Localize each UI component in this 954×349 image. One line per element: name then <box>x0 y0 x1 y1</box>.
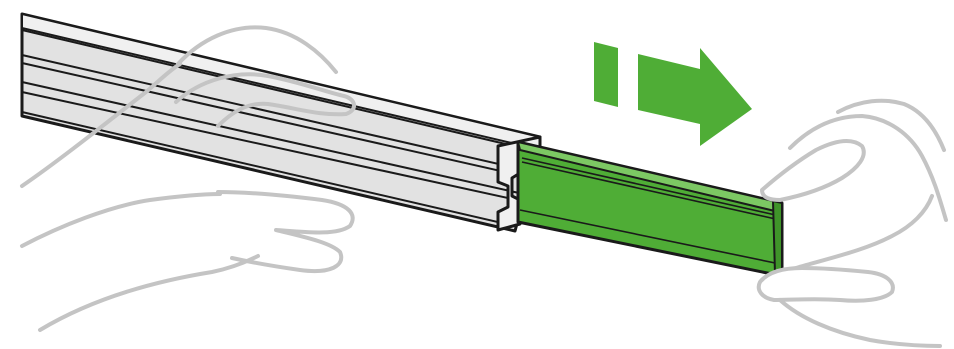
trunking-grooves <box>21 29 532 227</box>
left-hand-palm-lower <box>38 254 260 332</box>
right-hand-index-finger <box>760 139 866 202</box>
right-hand-back <box>788 114 948 222</box>
right-hand-palm <box>794 194 934 270</box>
left-hand-lower-fingers <box>216 190 355 273</box>
left-hand-wrist-upper <box>20 62 182 188</box>
cover-grooves <box>519 157 781 265</box>
right-hand-top <box>836 98 946 152</box>
slide-right-arrow-icon <box>594 42 752 146</box>
cover-end <box>772 200 783 277</box>
left-hand-back <box>176 25 338 74</box>
right-hand-thumb <box>756 266 895 303</box>
arrow-body <box>638 48 752 146</box>
left-hand-icon <box>20 25 356 332</box>
green-cover-strip <box>516 140 784 278</box>
right-hand-wrist <box>778 298 942 348</box>
left-hand-thumb <box>174 72 356 128</box>
arrow-tail-bar <box>594 42 618 107</box>
left-hand-wrist-lower <box>20 192 222 248</box>
right-hand-icon <box>756 98 948 348</box>
